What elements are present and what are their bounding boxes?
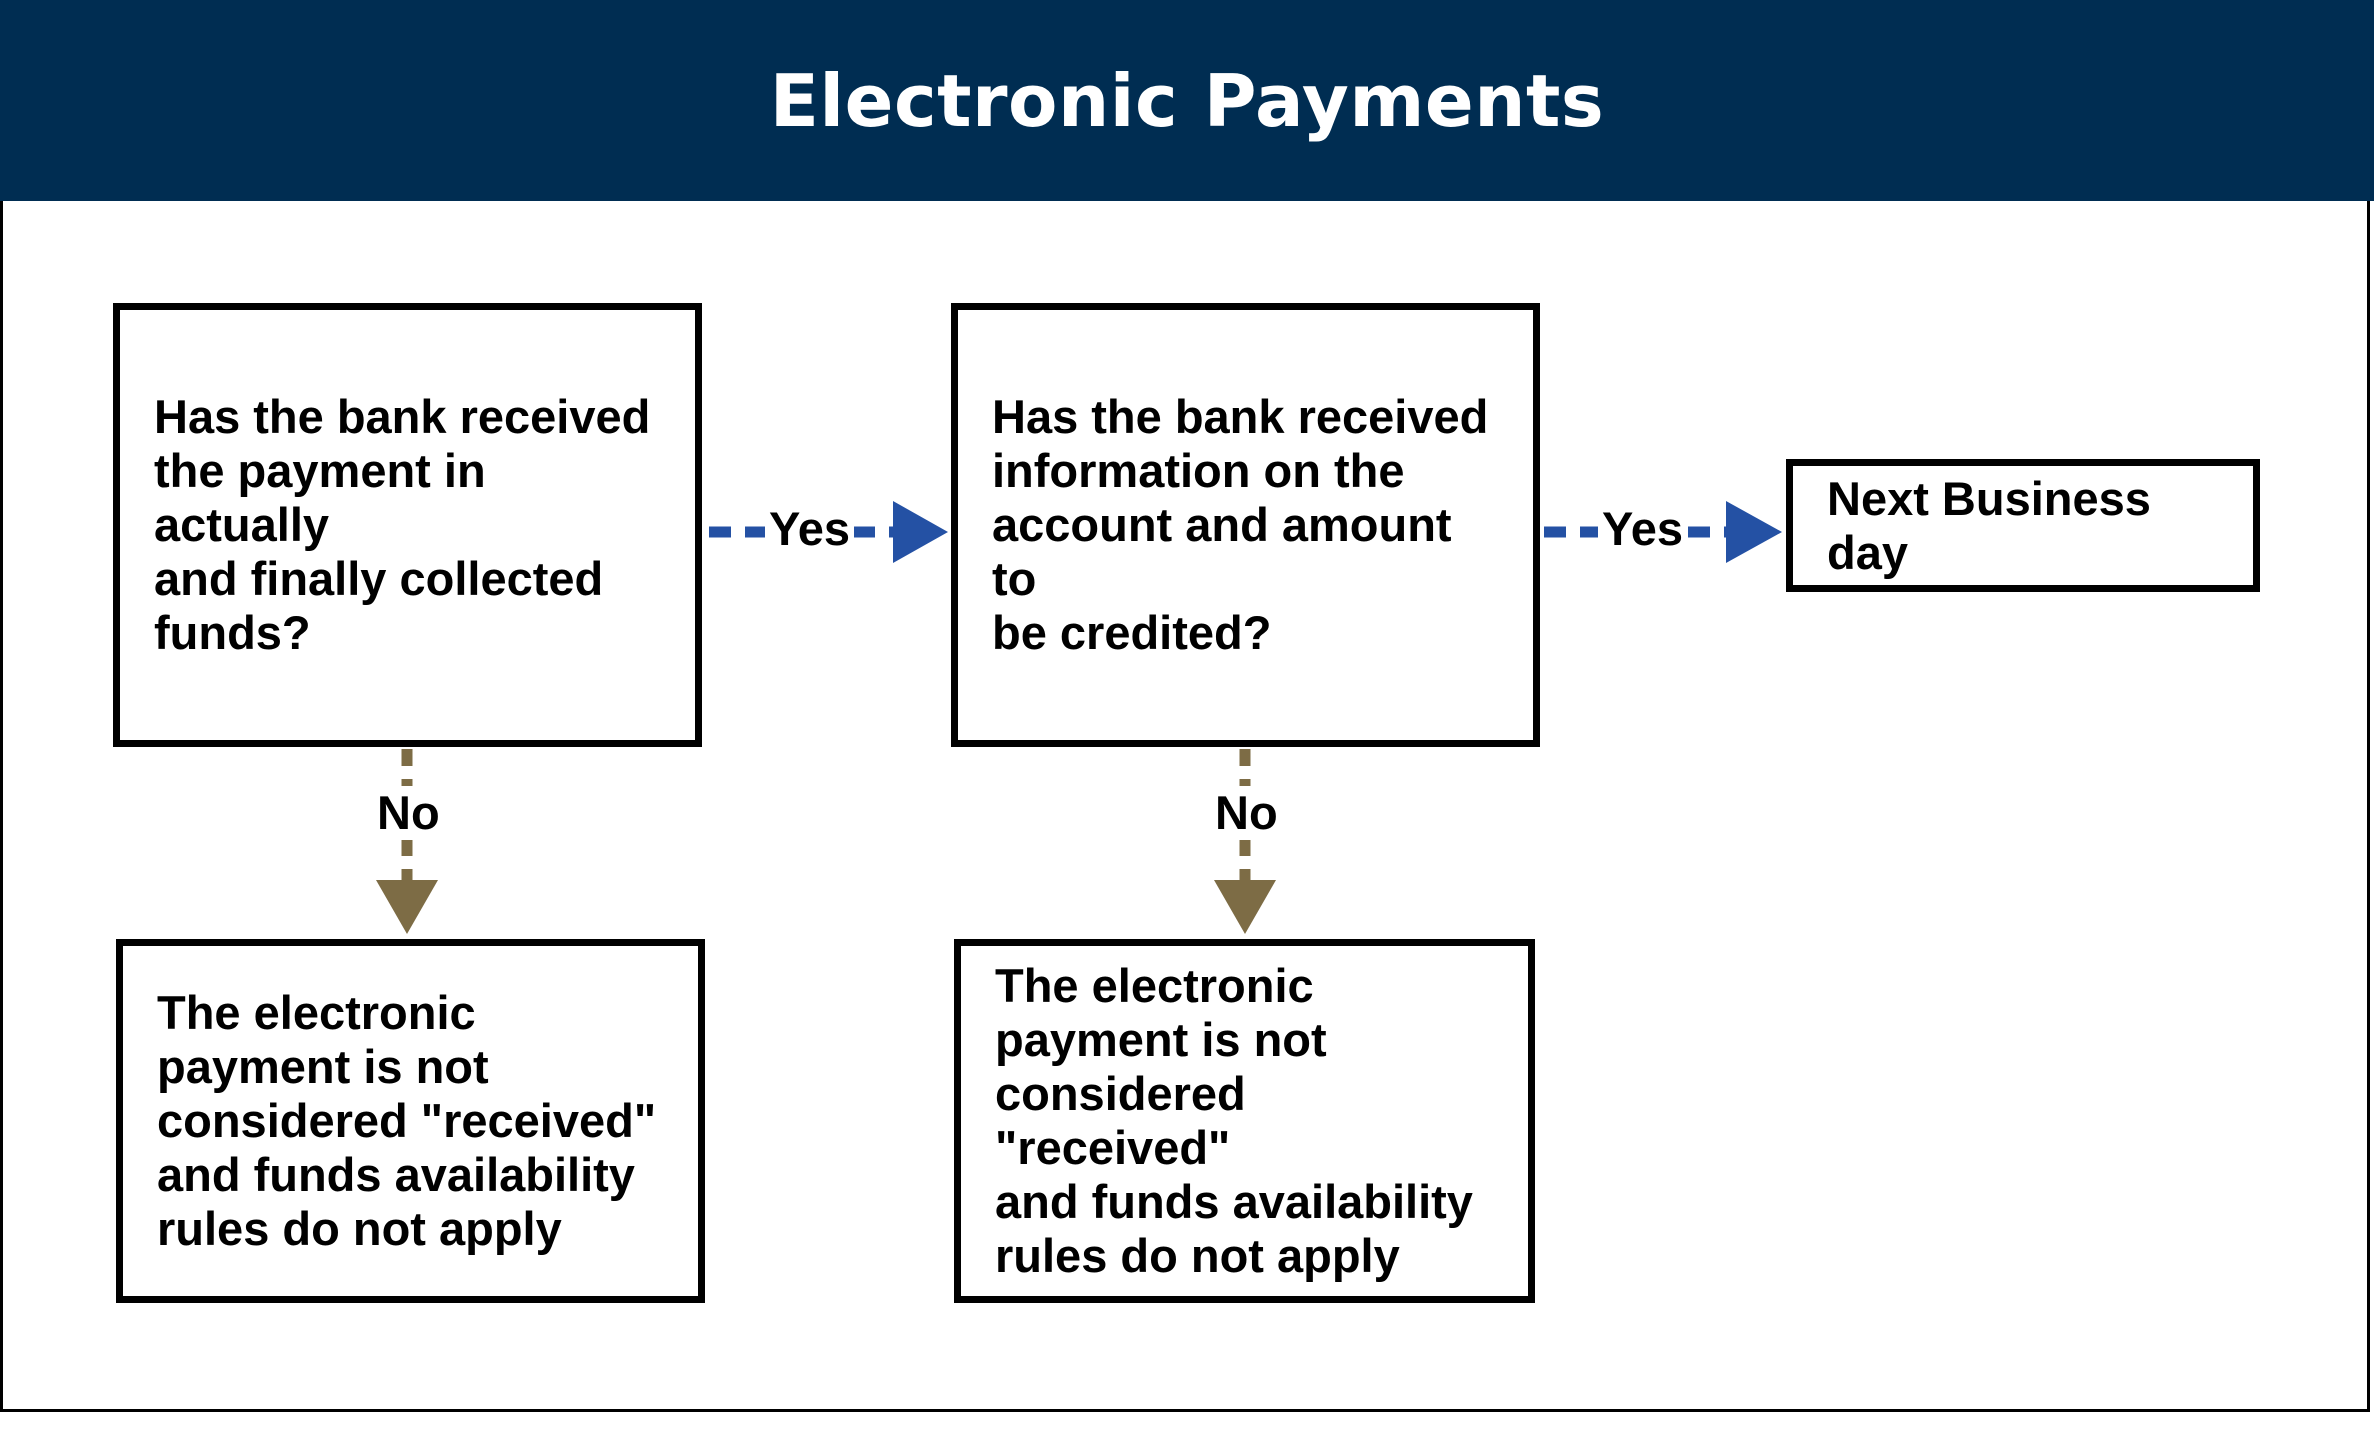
next-business-day-box: Next Business day xyxy=(1786,459,2260,592)
question-2-text: Has the bank received information on the… xyxy=(992,390,1489,659)
not-received-box-1: The electronic payment is not considered… xyxy=(116,939,705,1303)
question-1-text: Has the bank received the payment in act… xyxy=(154,390,651,659)
no-label-2: No xyxy=(1211,786,1282,840)
yes-label-1: Yes xyxy=(765,502,855,556)
no-arrow-2-head xyxy=(1214,880,1276,934)
yes-arrow-2-head xyxy=(1726,501,1782,563)
next-business-day-text: Next Business day xyxy=(1827,471,2151,579)
diagram-title: Electronic Payments xyxy=(769,58,1605,143)
no-label-1: No xyxy=(373,786,444,840)
not-received-text-2: The electronic payment is not considered… xyxy=(995,959,1473,1282)
yes-arrow-1-head xyxy=(893,501,948,563)
no-arrow-1-head xyxy=(376,880,438,934)
question-1-box: Has the bank received the payment in act… xyxy=(113,303,702,747)
not-received-text-1: The electronic payment is not considered… xyxy=(157,986,657,1255)
header-banner: Electronic Payments xyxy=(0,0,2374,201)
not-received-box-2: The electronic payment is not considered… xyxy=(954,939,1535,1303)
yes-label-2: Yes xyxy=(1598,502,1688,556)
question-2-box: Has the bank received information on the… xyxy=(951,303,1540,747)
